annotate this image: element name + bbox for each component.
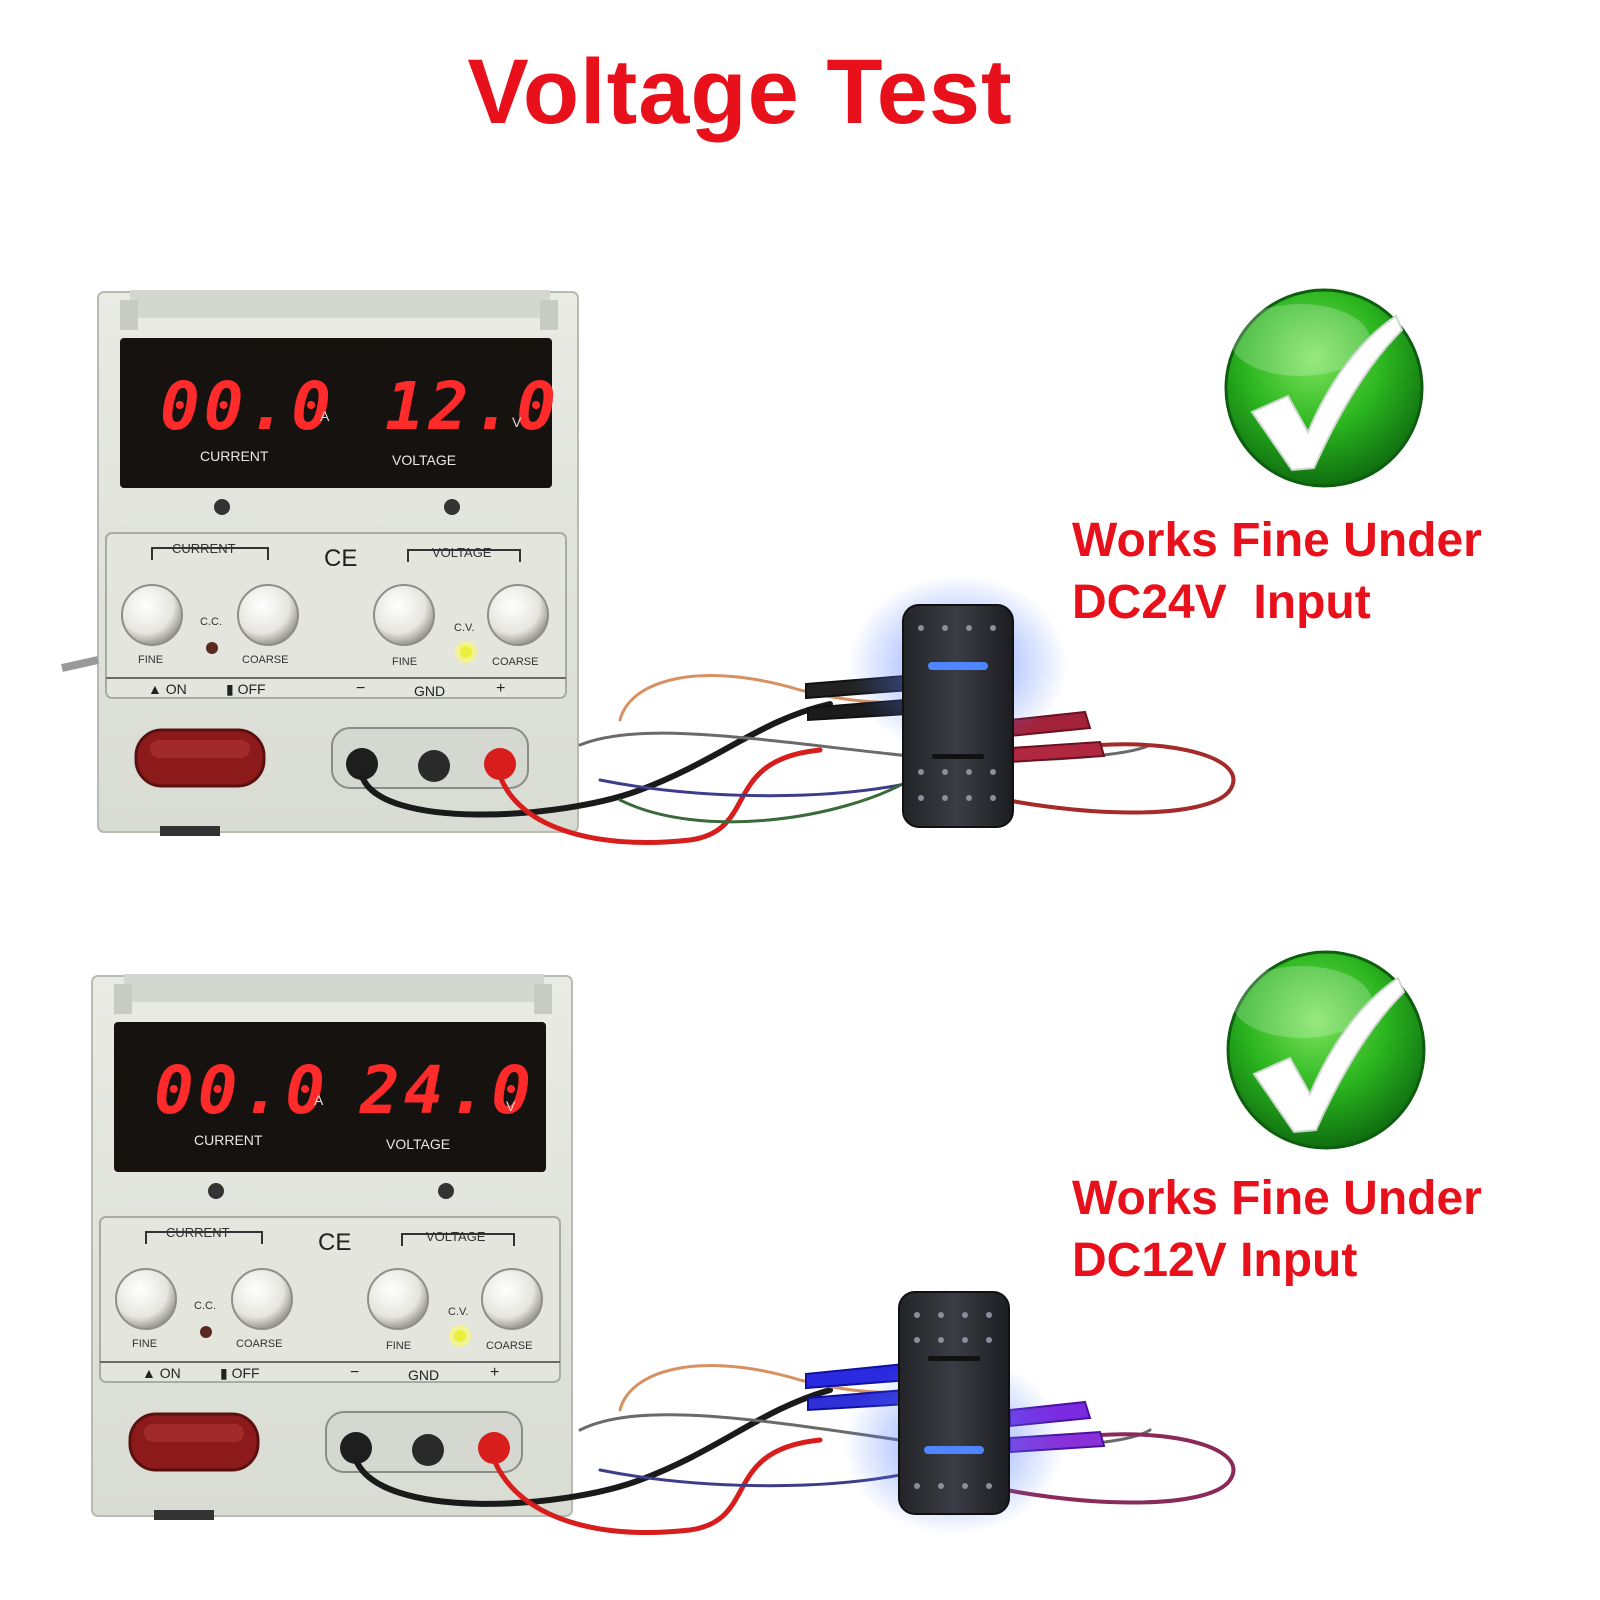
power-supply-top [61,290,579,836]
current-group-label: CURRENT [172,541,236,556]
ce-mark: CE [318,1229,352,1256]
caption-top-line2: DC24V Input [1072,576,1371,629]
caption-top-line1: Works Fine Under [1072,514,1482,567]
display-panel [114,1022,546,1172]
voltage-coarse-knob [487,584,549,646]
current-fine-knob [121,584,183,646]
screw-icon [438,1183,454,1199]
coarse-label: COARSE [242,654,289,666]
green-check-icon [1226,950,1426,1150]
voltage-display-bottom: 24.0 [360,1052,535,1129]
current-label: CURRENT [194,1132,263,1148]
on-label-text: ON [165,681,187,697]
plus-label: + [490,1364,500,1381]
plus-label: + [496,680,506,697]
on-label: ▲ ON [148,681,187,697]
fine-label: FINE [392,656,418,668]
current-unit: A [320,408,330,424]
minus-label: − [356,680,366,697]
cv-label: C.V. [454,622,475,634]
negative-terminal [346,748,378,780]
current-unit: A [314,1092,324,1108]
voltage-fine-knob [367,1268,429,1330]
voltage-fine-knob [373,584,435,646]
screw-icon [444,499,460,515]
voltage-group-label: VOLTAGE [432,545,492,560]
negative-terminal [340,1432,372,1464]
fine-label: FINE [386,1340,412,1352]
display-panel [120,338,552,488]
cc-indicator [206,642,218,654]
rocker-switch-bottom [844,1291,1064,1535]
off-label-text: OFF [237,681,266,697]
screw-icon [214,499,230,515]
fine-label: FINE [138,654,164,666]
off-label: ▮ OFF [226,681,266,697]
green-check-icon [1224,288,1424,488]
current-display-bottom: 00.0 [154,1052,329,1129]
caption-bottom-line1: Works Fine Under [1072,1172,1482,1225]
caption-top: Works Fine Under DC24V Input [1072,510,1482,634]
gnd-terminal [412,1434,444,1466]
voltage-unit: V [512,414,522,430]
switch-light-bar [928,662,988,670]
caption-bottom-line2: DC12V Input [1072,1234,1358,1287]
screw-icon [208,1183,224,1199]
current-coarse-knob [231,1268,293,1330]
gnd-terminal [418,750,450,782]
cc-indicator [200,1326,212,1338]
minus-label: − [350,1364,360,1381]
coarse-label: COARSE [486,1340,533,1352]
voltage-unit: V [506,1098,516,1114]
caption-bottom: Works Fine Under DC12V Input [1072,1168,1482,1292]
voltage-label: VOLTAGE [386,1136,451,1152]
current-group-label: CURRENT [166,1225,230,1240]
cc-label: C.C. [200,616,222,628]
voltage-group-label: VOLTAGE [426,1229,486,1244]
coarse-label: COARSE [236,1338,283,1350]
fine-label: FINE [132,1338,158,1350]
coarse-label: COARSE [492,656,539,668]
current-coarse-knob [237,584,299,646]
voltage-coarse-knob [481,1268,543,1330]
gnd-label: GND [408,1367,440,1383]
on-label-text: ON [159,1365,181,1381]
gnd-label: GND [414,683,446,699]
switch-light-bar [924,1446,984,1454]
test-leads-top [359,674,1236,845]
positive-terminal [478,1432,510,1464]
page-title: Voltage Test [467,41,1013,143]
current-label: CURRENT [200,448,269,464]
cc-label: C.C. [194,1300,216,1312]
current-fine-knob [115,1268,177,1330]
on-label: ▲ ON [142,1365,181,1381]
cv-label: C.V. [448,1306,469,1318]
positive-terminal [484,748,516,780]
current-display-top: 00.0 [160,368,335,445]
off-label-text: OFF [231,1365,260,1381]
voltage-display-top: 12.0 [385,368,560,445]
power-supply-bottom [91,974,573,1520]
ce-mark: CE [324,545,358,572]
voltage-label: VOLTAGE [392,452,457,468]
off-label: ▮ OFF [220,1365,260,1381]
rocker-switch-top [848,575,1068,828]
